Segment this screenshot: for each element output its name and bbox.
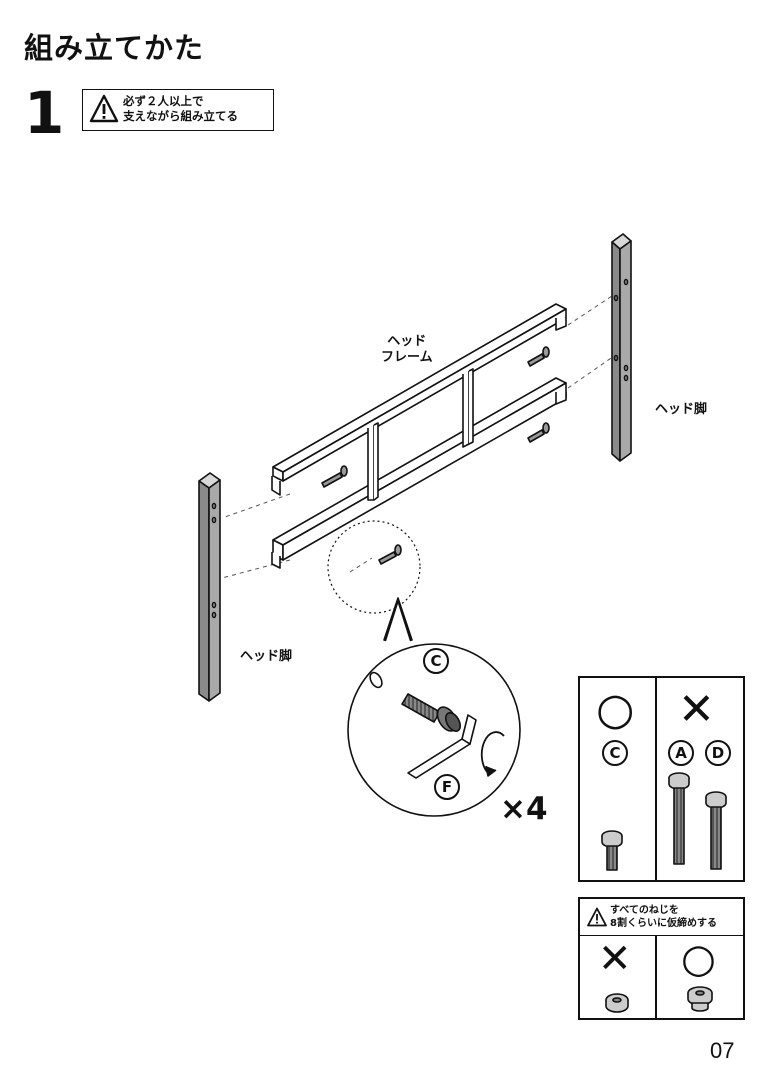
head-leg-right bbox=[611, 233, 632, 462]
tighten-note-header: すべてのねじを 8割くらいに仮締めする bbox=[580, 899, 743, 936]
label-head-frame-line-2: フレーム bbox=[381, 350, 433, 365]
hex-wrench bbox=[407, 714, 505, 779]
part-c-label: C bbox=[423, 648, 449, 674]
label-head-frame-line-1: ヘッド bbox=[387, 334, 427, 349]
quantity-label: ×4 bbox=[500, 791, 548, 827]
tighten-note-box: すべてのねじを 8割くらいに仮締めする ✕ ○ bbox=[578, 897, 745, 1020]
tighten-ok-mark: ○ bbox=[681, 936, 716, 982]
head-leg-left bbox=[198, 472, 221, 702]
ok-part-c-label: C bbox=[602, 740, 628, 766]
part-f-label: F bbox=[434, 774, 460, 800]
page-title: 組み立てかた bbox=[24, 31, 205, 65]
ok-mark: ○ bbox=[596, 684, 635, 735]
ng-part-a-label: A bbox=[668, 740, 694, 766]
ok-ng-screws bbox=[601, 772, 727, 871]
detail-callout bbox=[347, 597, 521, 817]
ng-mark: ✕ bbox=[678, 684, 715, 735]
frame-screws bbox=[321, 346, 550, 565]
tighten-note-line-1: すべてのねじを bbox=[610, 905, 679, 916]
label-head-leg-left: ヘッド脚 bbox=[240, 649, 293, 664]
caution-line-1: 必ず２人以上で bbox=[123, 94, 204, 108]
ok-ng-table: ○ ✕ C A D bbox=[578, 676, 745, 882]
label-head-frame: ヘッド フレーム bbox=[381, 334, 433, 366]
tighten-note-divider bbox=[655, 936, 657, 1020]
head-frame bbox=[271, 303, 567, 569]
label-head-leg-right: ヘッド脚 bbox=[655, 402, 708, 417]
detail-marker-circle bbox=[327, 520, 421, 614]
tighten-ng-mark: ✕ bbox=[598, 936, 632, 982]
step-number: 1 bbox=[24, 79, 65, 147]
tighten-note-line-2: 8割くらいに仮締めする bbox=[610, 918, 717, 929]
warning-triangle-icon bbox=[89, 94, 119, 123]
caution-text: 必ず２人以上で 支えながら組み立てる bbox=[123, 94, 238, 124]
table-divider bbox=[655, 678, 657, 880]
warning-triangle-icon bbox=[587, 907, 607, 927]
tighten-note-text: すべてのねじを 8割くらいに仮締めする bbox=[610, 904, 717, 930]
caution-line-2: 支えながら組み立てる bbox=[123, 109, 238, 123]
ng-part-d-label: D bbox=[705, 740, 731, 766]
detail-screw bbox=[369, 671, 462, 732]
caution-box: 必ず２人以上で 支えながら組み立てる bbox=[82, 89, 274, 131]
tighten-screw-heads bbox=[605, 986, 713, 1013]
page-number: 07 bbox=[710, 1038, 735, 1063]
